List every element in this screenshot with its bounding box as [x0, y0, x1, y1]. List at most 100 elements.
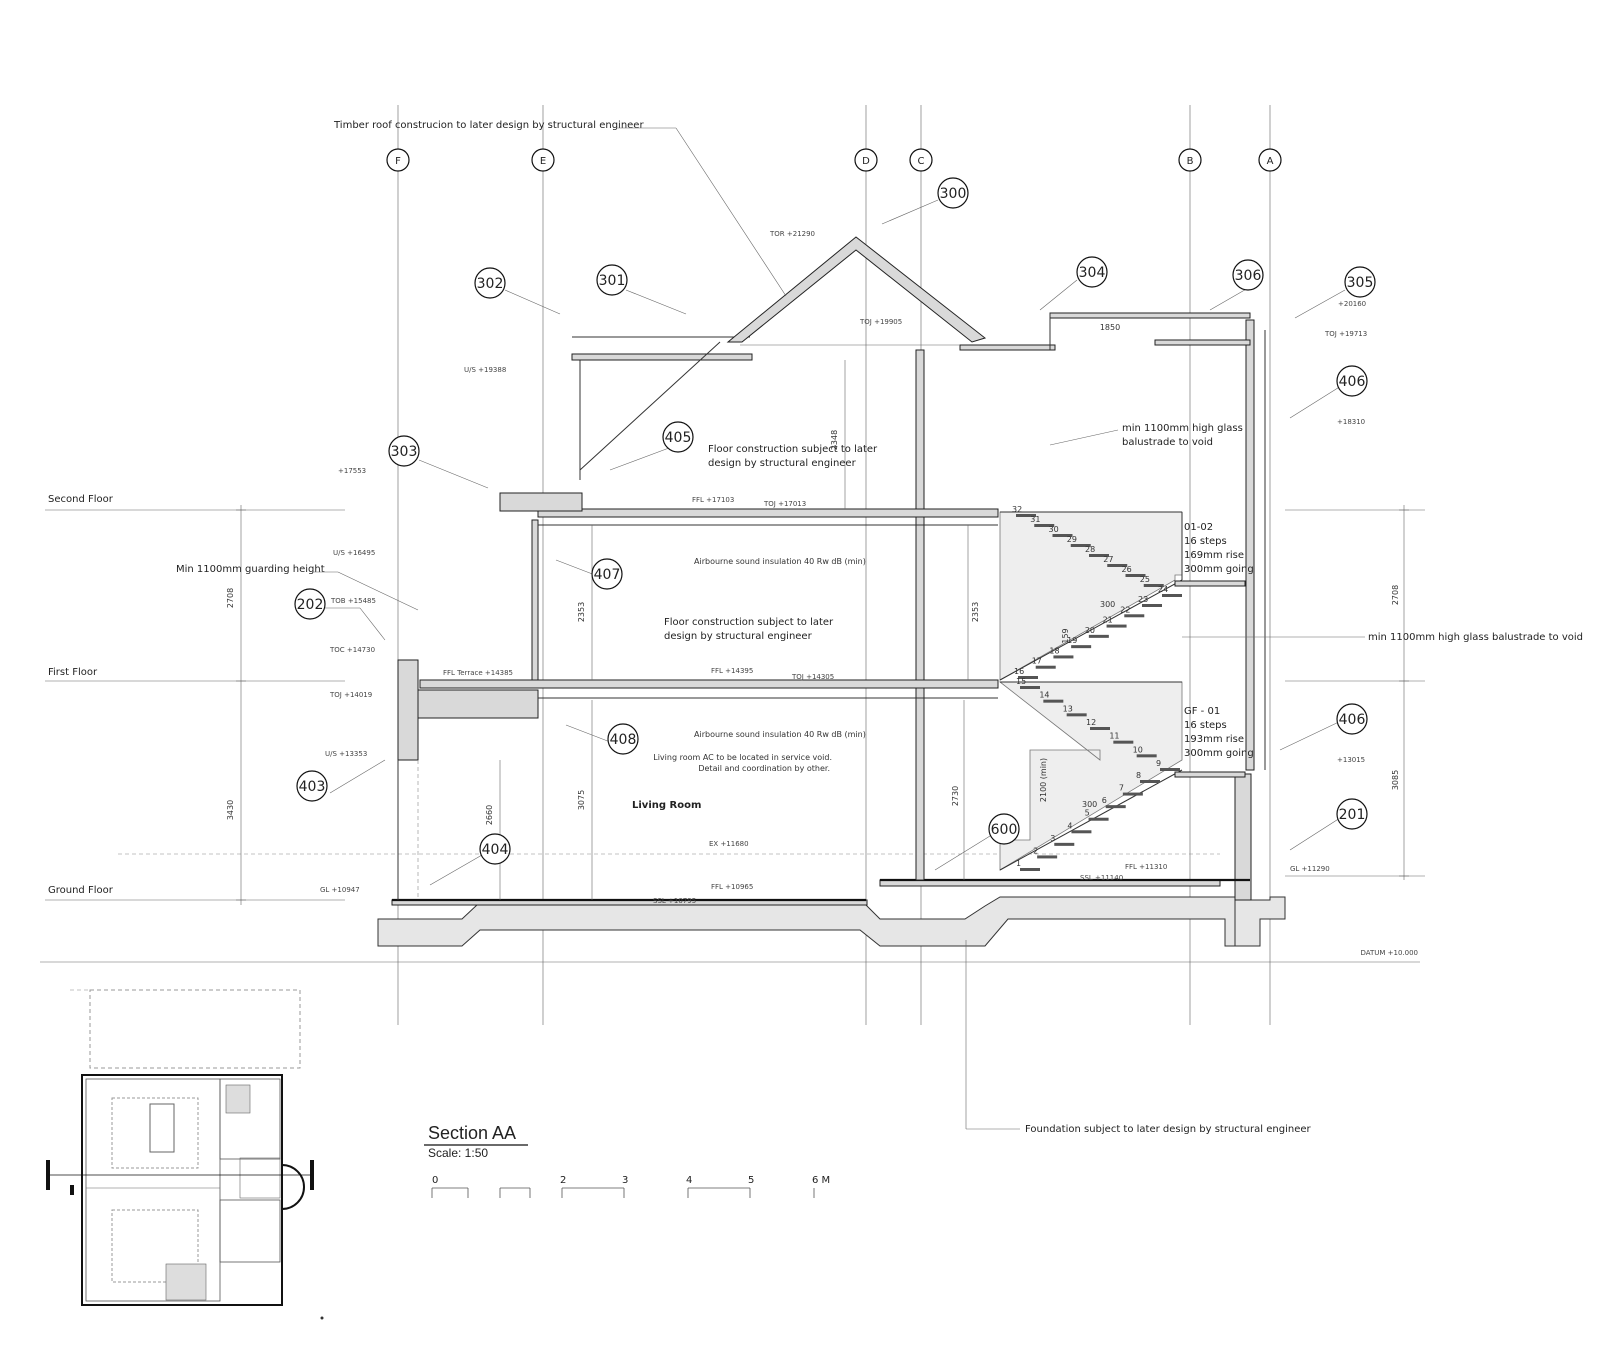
level-toj-14305: TOJ +14305 — [791, 673, 834, 681]
note-foundation: Foundation subject to later design by st… — [1025, 1124, 1311, 1135]
stair-step-number: 7 — [1119, 784, 1124, 793]
left-dimensions: 2708 3430 — [226, 505, 246, 905]
level-toj-17013: TOJ +17013 — [763, 500, 806, 508]
stair-lower-line1: GF - 01 — [1184, 706, 1220, 717]
stair-tread — [1020, 868, 1040, 871]
level-17553: +17553 — [338, 467, 366, 475]
stair-step-number: 16 — [1014, 667, 1024, 676]
stair-tread — [1160, 768, 1180, 771]
stair-tread — [1090, 727, 1110, 730]
dim-2708-left: 2708 — [226, 588, 235, 608]
callout-tag-408 — [607, 723, 639, 755]
stair-step-number: 27 — [1103, 555, 1113, 564]
level-ffl-11310: FFL +11310 — [1125, 863, 1167, 871]
level-18310: +18310 — [1337, 418, 1365, 426]
stair-tread — [1106, 624, 1127, 628]
callout-tag-600 — [988, 813, 1020, 845]
grid-bubble-d — [854, 148, 878, 172]
stair-tread — [1105, 805, 1126, 809]
stair-tread — [1136, 754, 1157, 758]
stair-step-number: 23 — [1138, 595, 1148, 604]
stair-lower-line2: 16 steps — [1184, 720, 1227, 731]
level-13015: +13015 — [1337, 756, 1365, 764]
room-label-living: Living Room — [632, 800, 701, 811]
stair-tread — [1054, 842, 1075, 846]
stair-tread — [1037, 855, 1058, 859]
dim-2348: 2348 — [830, 430, 839, 450]
stair-tread — [1020, 686, 1040, 689]
callout-tag-301 — [596, 264, 628, 296]
level-us-19388: U/S +19388 — [464, 366, 506, 374]
note-floor1-b: design by structural engineer — [664, 631, 813, 642]
stair-tread — [1016, 514, 1036, 517]
stair-step-number: 25 — [1140, 575, 1150, 584]
note-floor1-a: Floor construction subject to later — [664, 617, 834, 628]
stair-upper-line2: 16 steps — [1184, 536, 1227, 547]
dim-2353-a: 2353 — [577, 602, 586, 622]
note-guard: Min 1100mm guarding height — [176, 564, 325, 575]
stair-upper-line3: 169mm rise — [1184, 550, 1244, 561]
stair-step-number: 8 — [1136, 771, 1141, 780]
stair-step-number: 5 — [1085, 809, 1090, 818]
level-ex-11680: EX +11680 — [709, 840, 749, 848]
stair-step-number: 29 — [1067, 535, 1077, 544]
callout-tag-bubbles: 3003013023033043053064064054072024084034… — [294, 177, 1376, 865]
level-gl-11290: GL +11290 — [1290, 865, 1330, 873]
grid-label-b: B — [1187, 156, 1194, 167]
dim-3430: 3430 — [226, 800, 235, 820]
stair-upper-line4: 300mm going — [1184, 564, 1254, 575]
stair-step-number: 1 — [1016, 859, 1021, 868]
callout-tag-406 — [1336, 703, 1368, 735]
drawing-title: Section AA — [428, 1123, 516, 1143]
walls — [397, 319, 1266, 900]
scale-bar-label-4: 4 — [686, 1175, 692, 1186]
stair-step-number: 10 — [1133, 745, 1143, 754]
stair-step-number: 4 — [1067, 821, 1072, 830]
grid-bubble-f — [386, 148, 410, 172]
stair-step-number: 21 — [1103, 616, 1113, 625]
callout-tag-label: 301 — [599, 273, 626, 289]
stair-tread — [1124, 614, 1145, 618]
note-glass-a: min 1100mm high glass — [1122, 423, 1243, 434]
callout-tag-404 — [479, 833, 511, 865]
callout-tag-label: 202 — [297, 597, 324, 613]
callout-tag-label: 302 — [477, 276, 504, 292]
level-20160: +20160 — [1338, 300, 1366, 308]
stair-tread — [1070, 544, 1091, 547]
dim-2660: 2660 — [485, 805, 494, 825]
stair-step-number: 26 — [1122, 565, 1132, 574]
level-toj-19713: TOJ +19713 — [1324, 330, 1367, 338]
callout-tag-302 — [474, 267, 506, 299]
interior-dimensions: 2660 3075 2353 2353 2348 2730 1850 300 3… — [485, 323, 1120, 900]
title-block: Section AA Scale: 1:50 0 2 3 4 5 6 M — [424, 1123, 830, 1198]
callout-tag-306 — [1232, 259, 1264, 291]
stair-tread — [1089, 554, 1109, 557]
note-floor2-a: Floor construction subject to later — [708, 444, 878, 455]
callout-tag-label: 304 — [1079, 265, 1106, 281]
floor-label-ground: Ground Floor — [48, 885, 114, 896]
stair-step-number: 17 — [1032, 657, 1042, 666]
level-gl-10947: GL +10947 — [320, 886, 360, 894]
level-toj-roof: TOJ +19905 — [859, 318, 902, 326]
stair-upper-line1: 01-02 — [1184, 522, 1213, 533]
level-tor: TOR +21290 — [769, 230, 815, 238]
callout-tag-label: 404 — [482, 842, 509, 858]
callout-tag-label: 600 — [991, 822, 1018, 838]
callout-tag-407 — [591, 558, 623, 590]
stair-tread — [1071, 645, 1092, 649]
floor-label-second: Second Floor — [48, 494, 114, 505]
level-markers: TOR +21290 TOJ +19905 U/S +19388 +20160 … — [320, 230, 1367, 905]
stair-step-number: 11 — [1109, 732, 1119, 741]
callout-tag-label: 406 — [1339, 374, 1366, 390]
drawing-scale: Scale: 1:50 — [428, 1146, 488, 1160]
callout-tag-label: 201 — [1339, 807, 1366, 823]
callout-tag-202 — [294, 588, 326, 620]
grid-bubble-e — [531, 148, 555, 172]
callout-tag-201 — [1336, 798, 1368, 830]
grid-label-f: F — [395, 156, 401, 167]
grid-lines: F E D C B A — [386, 105, 1282, 1025]
level-ssl-10795: SSL +10795 — [653, 897, 696, 905]
stair-step-number: 18 — [1049, 646, 1059, 655]
callout-tag-label: 305 — [1347, 275, 1374, 291]
